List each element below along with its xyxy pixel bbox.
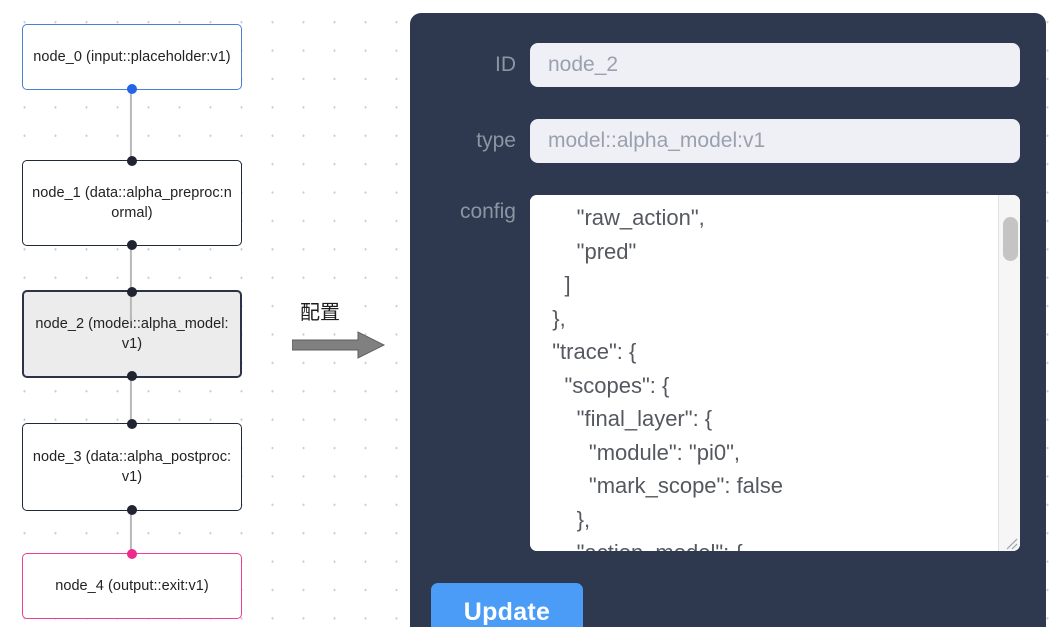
edge-node3-node4: [129, 512, 133, 552]
config-textarea-scroll-thumb[interactable]: [1003, 217, 1018, 261]
annotation-arrow-group: 配置: [292, 296, 392, 366]
node-handle-top[interactable]: [127, 287, 137, 297]
node-handle-top[interactable]: [127, 419, 137, 429]
graph-node-label: node_2 (model::alpha_model:v1): [35, 315, 229, 353]
graph-node-label: node_0 (input::placeholder:v1): [33, 48, 231, 65]
node-handle-bottom[interactable]: [127, 505, 137, 515]
node-handle-bottom[interactable]: [127, 84, 137, 94]
config-textarea-scrollbar[interactable]: [998, 195, 1020, 551]
arrow-right-icon: [292, 331, 386, 359]
field-row-type: type: [410, 119, 1020, 163]
edge-node1-node2: [129, 245, 133, 321]
field-row-id: ID: [410, 43, 1020, 87]
graph-node-node_0[interactable]: node_0 (input::placeholder:v1): [22, 24, 242, 94]
edge-node0-node1: [129, 90, 133, 160]
type-input[interactable]: [530, 119, 1020, 163]
update-button[interactable]: Update: [431, 583, 583, 627]
config-textarea-wrap: "raw_action", "pred" ] }, "trace": { "sc…: [530, 195, 1020, 551]
resize-grip-icon[interactable]: [1002, 534, 1018, 550]
graph-node-label: node_3 (data::alpha_postproc:v1): [32, 448, 232, 486]
node-handle-top[interactable]: [127, 156, 137, 166]
type-field-label: type: [476, 129, 516, 152]
graph-node-label: node_1 (data::alpha_preproc:normal): [32, 184, 232, 222]
node-handle-bottom[interactable]: [127, 240, 137, 250]
node-handle-top[interactable]: [127, 549, 137, 559]
id-field-label: ID: [495, 53, 516, 76]
id-input[interactable]: [530, 43, 1020, 87]
field-row-config: config "raw_action", "pred" ] }, "trace"…: [410, 195, 1020, 551]
node-handle-bottom[interactable]: [127, 371, 137, 381]
edge-node2-node3: [129, 377, 133, 421]
config-textarea[interactable]: "raw_action", "pred" ] }, "trace": { "sc…: [530, 195, 1020, 551]
graph-node-node_1[interactable]: node_1 (data::alpha_preproc:normal): [22, 156, 242, 250]
graph-node-node_4[interactable]: node_4 (output::exit:v1): [22, 549, 242, 619]
node-config-panel: ID type config "raw_action", "pred" ] },…: [410, 13, 1046, 627]
graph-node-label: node_4 (output::exit:v1): [55, 577, 209, 594]
config-field-label: config: [459, 200, 516, 223]
annotation-label: 配置: [300, 302, 340, 324]
graph-node-node_3[interactable]: node_3 (data::alpha_postproc:v1): [22, 419, 242, 515]
